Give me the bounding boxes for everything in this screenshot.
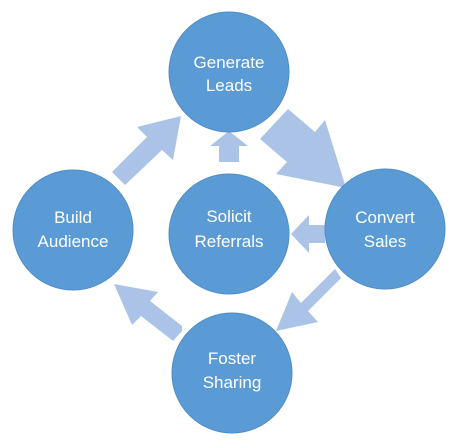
connector-arrows [112, 109, 346, 341]
svg-text:Sharing: Sharing [203, 373, 262, 392]
node-build-audience-label-line2: Audience [38, 232, 109, 251]
node-convert-sales-circle [324, 168, 446, 290]
svg-text:Audience: Audience [38, 232, 109, 251]
node-convert-sales-label-line1: Convert [355, 208, 415, 227]
node-solicit-referrals-label-line2: Referrals [195, 232, 264, 251]
node-generate-leads: Generate Leads [168, 11, 290, 133]
arrow-referrals-to-generate [210, 131, 248, 162]
svg-text:Generate: Generate [194, 53, 265, 72]
arrow-generate-to-convert [260, 109, 346, 188]
node-build-audience-label-line1: Build [54, 208, 92, 227]
node-convert-sales: Convert Sales [324, 168, 446, 290]
node-build-audience-circle [12, 169, 134, 291]
node-generate-leads-label-line2: Leads [206, 76, 252, 95]
node-foster-sharing-label-line2: Sharing [203, 373, 262, 392]
svg-text:Foster: Foster [208, 349, 257, 368]
node-generate-leads-label-line1: Generate [194, 53, 265, 72]
svg-text:Sales: Sales [364, 232, 407, 251]
node-foster-sharing-circle [171, 312, 293, 434]
svg-text:Referrals: Referrals [195, 232, 264, 251]
arrow-audience-to-generate [112, 116, 181, 185]
node-solicit-referrals-circle [168, 173, 290, 295]
arrow-convert-to-referrals [291, 215, 325, 253]
arrow-convert-to-foster [276, 269, 341, 331]
svg-text:Build: Build [54, 208, 92, 227]
node-build-audience: Build Audience [12, 169, 134, 291]
node-generate-leads-circle [168, 11, 290, 133]
node-foster-sharing-label-line1: Foster [208, 349, 257, 368]
node-solicit-referrals-label-line1: Solicit [206, 207, 252, 226]
arrow-foster-audience-double [114, 284, 182, 341]
node-foster-sharing: Foster Sharing [171, 312, 293, 434]
node-convert-sales-label-line2: Sales [364, 232, 407, 251]
svg-text:Convert: Convert [355, 208, 415, 227]
svg-text:Solicit: Solicit [206, 207, 252, 226]
svg-text:Leads: Leads [206, 76, 252, 95]
node-solicit-referrals: Solicit Referrals [168, 173, 290, 295]
